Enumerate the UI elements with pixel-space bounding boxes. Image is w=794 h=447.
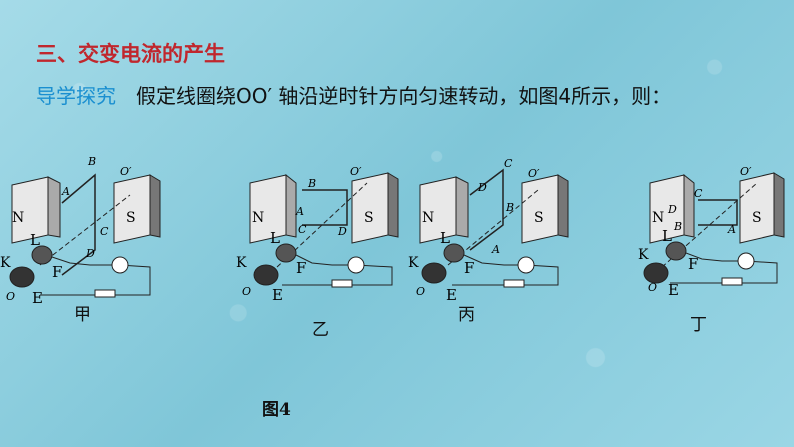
intro-text: 假定线圈绕OO′ 轴沿逆时针方向匀速转动，如图4所示，则：	[136, 84, 672, 108]
label-e: E	[668, 281, 679, 299]
label-o: O	[648, 281, 657, 294]
label-top-1: C	[694, 187, 703, 200]
label-s: S	[126, 210, 136, 226]
panel-label-jia: 甲	[74, 305, 91, 325]
label-s: S	[364, 210, 374, 226]
label-e: E	[272, 286, 283, 304]
label-k: K	[638, 247, 649, 263]
label-l: L	[270, 229, 280, 247]
label-top-2: O′	[528, 167, 540, 180]
label-n: N	[252, 210, 264, 226]
label-side-1: D	[667, 203, 677, 216]
figure-caption: 图4	[262, 400, 291, 420]
label-side-3: A	[491, 243, 500, 256]
label-s: S	[534, 210, 544, 226]
label-top-1: C	[504, 157, 513, 170]
label-k: K	[236, 255, 247, 271]
label-side-2: C	[100, 225, 109, 238]
label-n: N	[422, 210, 434, 226]
panel-label-bing: 丙	[458, 305, 475, 325]
figure-panel-jia: N S B O′ A C D L K F E O	[0, 155, 170, 309]
section-heading: 三、交变电流的产生	[36, 42, 225, 66]
label-top-2: O′	[120, 165, 132, 178]
label-top-2: O′	[350, 165, 362, 178]
label-l: L	[440, 229, 450, 247]
label-side-2: B	[505, 201, 514, 214]
figure-panel-ding: N S C O′ D B A L K F E O	[622, 155, 792, 309]
label-top-1: B	[307, 177, 316, 190]
label-top-2: O′	[740, 165, 752, 178]
intro-tag: 导学探究	[36, 84, 116, 108]
label-k: K	[0, 255, 11, 271]
label-e: E	[446, 286, 457, 304]
label-f: F	[464, 259, 474, 277]
label-n: N	[12, 210, 24, 226]
label-l: L	[662, 227, 672, 245]
panel-label-ding: 丁	[690, 315, 707, 335]
label-side-2: B	[673, 220, 682, 233]
label-n: N	[652, 210, 664, 226]
label-f: F	[52, 263, 62, 281]
label-side-3: A	[727, 223, 736, 236]
label-o: O	[416, 285, 425, 298]
label-k: K	[408, 255, 419, 271]
intro-line: 导学探究假定线圈绕OO′ 轴沿逆时针方向匀速转动，如图4所示，则：	[36, 80, 671, 109]
panel-label-yi: 乙	[312, 320, 329, 340]
label-o: O	[6, 290, 15, 303]
label-o: O	[242, 285, 251, 298]
label-e: E	[32, 289, 43, 305]
label-side-3: D	[337, 225, 347, 238]
label-side-1: A	[295, 205, 304, 218]
label-side-2: C	[298, 223, 307, 236]
label-f: F	[296, 259, 306, 277]
label-s: S	[752, 210, 762, 226]
figure-panel-yi: N S B O′ A C D L K F E O	[232, 155, 402, 309]
label-top-1: B	[87, 155, 96, 168]
label-f: F	[688, 255, 698, 273]
label-l: L	[30, 231, 40, 249]
label-side-1: A	[61, 185, 70, 198]
figure-panel-bing: N S C O′ D B A L K F E O	[408, 155, 578, 309]
label-side-3: D	[85, 247, 95, 260]
label-side-1: D	[477, 181, 487, 194]
